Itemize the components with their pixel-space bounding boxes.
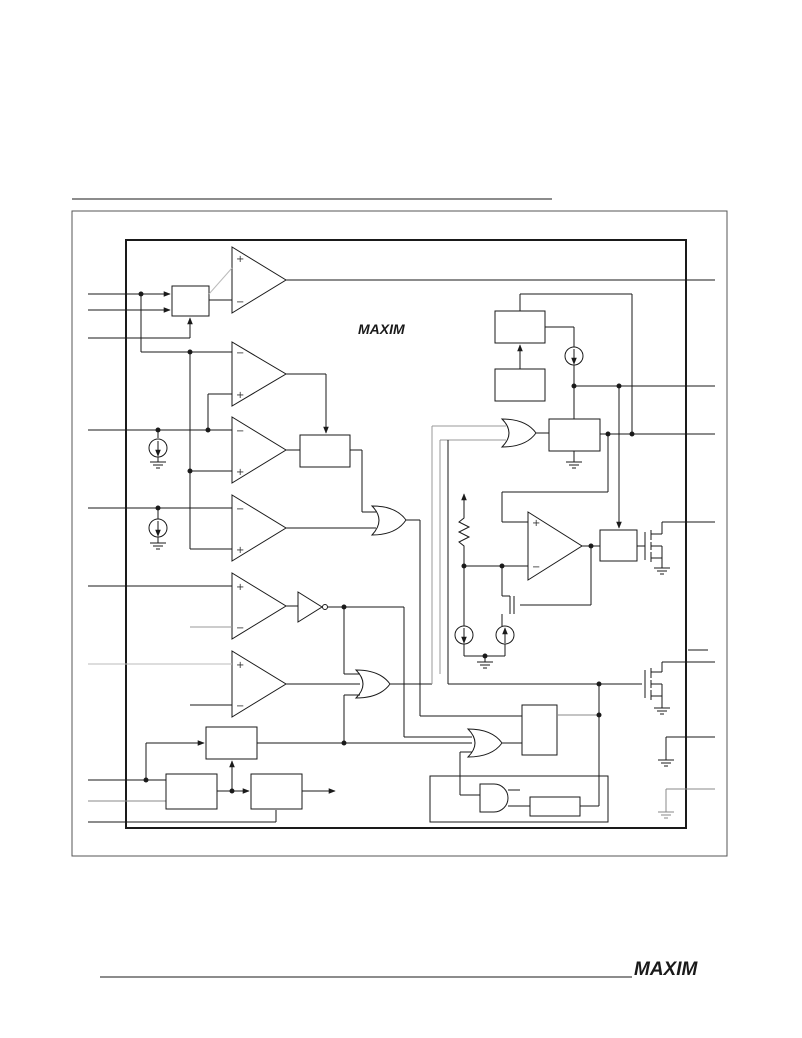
or-gate-3 (466, 728, 503, 758)
inverter-bubble (322, 604, 328, 610)
driver-block (599, 529, 638, 562)
comparator-2 (231, 341, 287, 407)
timer-subblock (429, 775, 609, 823)
svg-text:−: − (236, 504, 244, 515)
bottom-block-top (205, 726, 258, 760)
comparator-4 (231, 494, 287, 562)
ic-outline (125, 239, 687, 829)
right-block-mid (548, 418, 601, 452)
latch-block-1 (299, 434, 351, 468)
right-block-top (494, 310, 546, 344)
bottom-block-left (165, 773, 218, 810)
latch-block-2 (521, 704, 558, 756)
comparator-6 (231, 650, 287, 718)
comparator-3 (231, 416, 287, 484)
and-gate (479, 783, 509, 813)
or-gate-4 (500, 418, 537, 448)
timer-block (529, 796, 581, 817)
svg-text:+: + (236, 467, 244, 478)
svg-text:−: − (236, 297, 244, 308)
junction (187, 468, 193, 474)
junction (629, 431, 635, 437)
op-amp (527, 511, 583, 581)
svg-text:−: − (236, 701, 244, 712)
comparator-signs: + − − + − + − + + − + − + − (236, 254, 540, 712)
svg-text:+: + (532, 518, 540, 529)
svg-text:+: + (236, 390, 244, 401)
figure-frame (71, 210, 728, 857)
svg-text:+: + (236, 254, 244, 265)
junction (596, 712, 602, 718)
svg-text:+: + (236, 582, 244, 593)
maxim-footer-logo: MAXIM (634, 959, 699, 980)
or-gate-2 (354, 669, 391, 699)
comparator-top (231, 246, 287, 314)
comparator-5 (231, 572, 287, 640)
svg-text:−: − (236, 426, 244, 437)
right-block-ref (494, 368, 546, 402)
maxim-logo: MAXIM (358, 321, 405, 337)
svg-text:+: + (236, 545, 244, 556)
svg-text:−: − (236, 623, 244, 634)
junction (143, 777, 149, 783)
or-gate-1 (370, 505, 407, 536)
inverter (297, 591, 323, 623)
resistor-icon (457, 512, 471, 566)
junction (205, 427, 211, 433)
svg-text:−: − (236, 348, 244, 359)
svg-text:−: − (532, 562, 540, 573)
bottom-block-right (250, 773, 303, 810)
input-block (171, 285, 210, 317)
wire-ref-to-cmp (208, 267, 233, 295)
svg-text:+: + (236, 660, 244, 671)
